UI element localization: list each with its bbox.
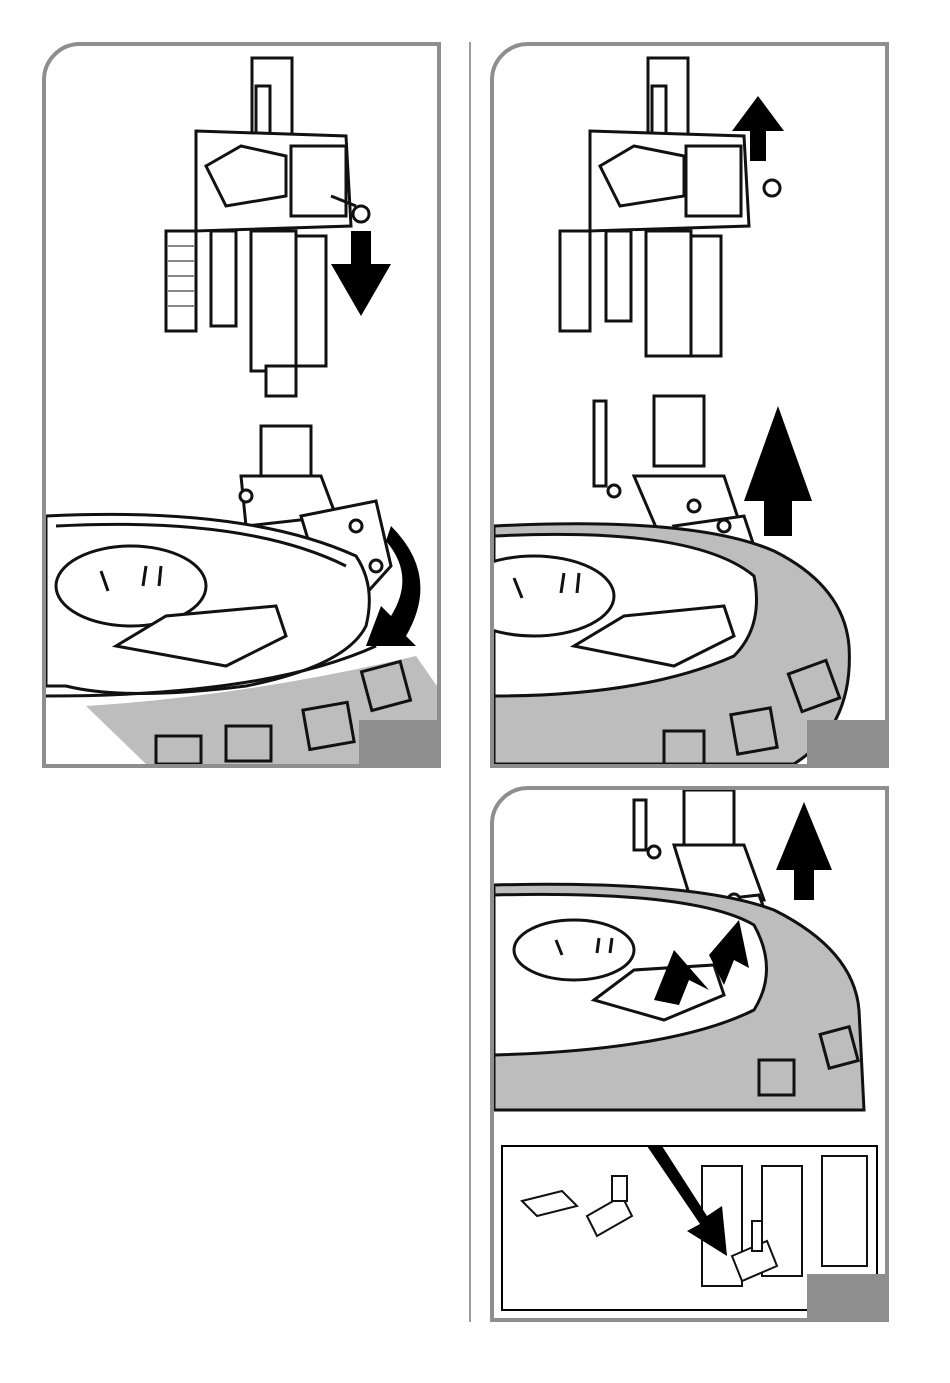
column-divider: [469, 42, 471, 1322]
figure-panel-1: [42, 42, 441, 768]
illustration-3: [494, 790, 885, 1318]
illustration-2: [494, 46, 885, 764]
illustration-1: [46, 46, 437, 764]
lift-arrow-icon: [744, 406, 812, 536]
tool-head-icon: [560, 58, 780, 356]
step-tag-1: [359, 720, 437, 764]
step-tag-3: [807, 1274, 885, 1318]
tool-head-icon: [166, 58, 369, 396]
figure-panel-3: [490, 786, 889, 1322]
up-arrow-icon: [776, 802, 832, 900]
down-arrow-icon: [331, 231, 391, 316]
step-tag-2: [807, 720, 885, 764]
figure-panel-2: [490, 42, 889, 768]
